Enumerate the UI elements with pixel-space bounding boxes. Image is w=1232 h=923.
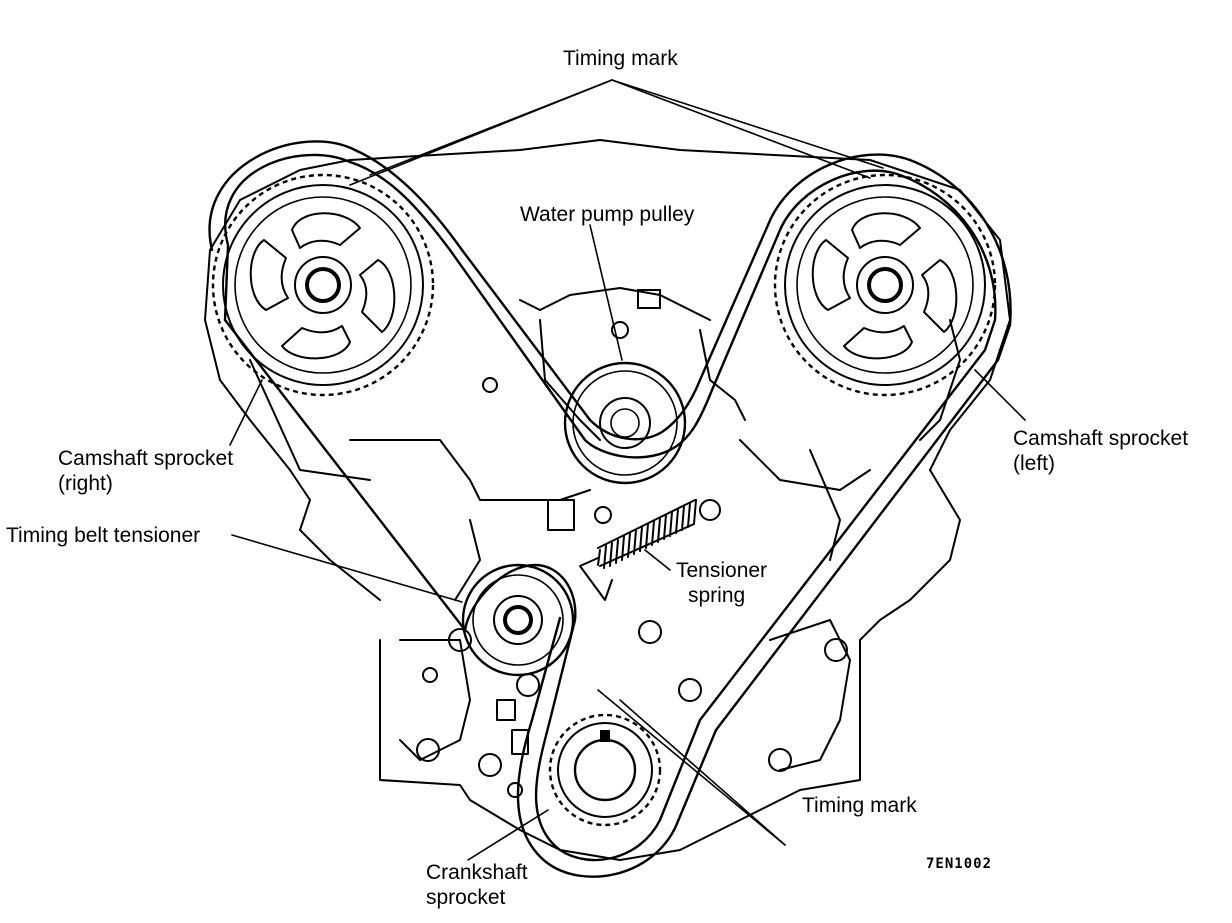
- tensioner-spring-label: Tensioner spring: [676, 559, 768, 607]
- crankshaft-sprocket-shape: [548, 713, 662, 827]
- crankshaft-sprocket-label: Crankshaft sprocket: [426, 861, 528, 909]
- camshaft-sprocket-right-label: Camshaft sprocket (right): [58, 447, 234, 495]
- camshaft-sprocket-left-label: Camshaft sprocket (left): [1013, 427, 1189, 475]
- camshaft-sprocket-left-shape: [773, 173, 997, 397]
- engine-block-outline: [204, 139, 1011, 861]
- timing-mark-bottom-label: Timing mark: [802, 794, 917, 817]
- timing-belt: [208, 140, 1012, 878]
- timing-belt-tensioner-label: Timing belt tensioner: [6, 524, 201, 547]
- leader-lines: [229, 79, 1026, 861]
- timing-mark-top-label: Timing mark: [563, 47, 678, 70]
- water-pump-pulley-shape: [482, 289, 687, 524]
- bolts: [416, 620, 848, 798]
- figure-code: 7EN1002: [926, 856, 993, 872]
- water-pump-pulley-label: Water pump pulley: [520, 203, 695, 226]
- tensioner-assembly-shape: [461, 499, 721, 677]
- camshaft-sprocket-right-shape: [211, 173, 435, 397]
